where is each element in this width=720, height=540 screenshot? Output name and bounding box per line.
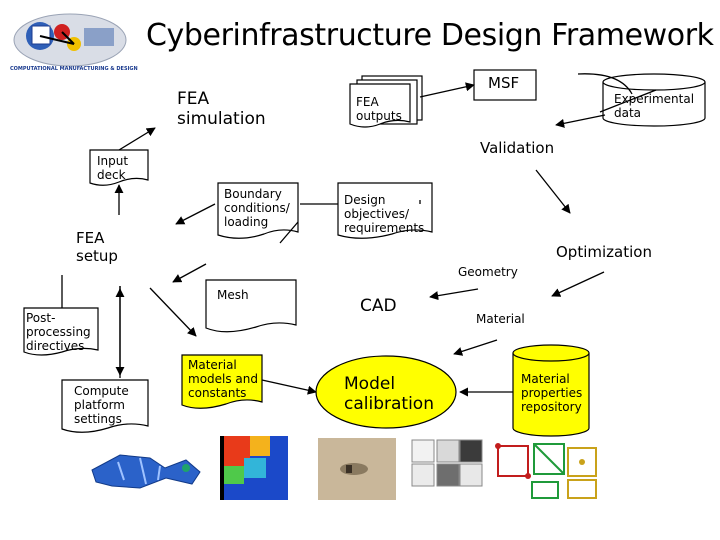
msf-shape	[473, 69, 537, 101]
mesh-model-thumbnail	[91, 454, 201, 489]
cad-label: CAD	[360, 296, 397, 316]
page-title: Cyberinfrastructure Design Framework	[146, 18, 714, 53]
mesh-label: Mesh	[217, 288, 249, 302]
experimental-data-label: Experimental data	[614, 92, 695, 120]
connector-arrows	[61, 73, 657, 397]
material-repository-label: Material properties repository	[521, 372, 583, 414]
optimization-label: Optimization	[556, 243, 652, 261]
logo-icon	[13, 13, 127, 67]
post-processing-shape	[23, 307, 99, 356]
mesh-shape	[205, 279, 297, 333]
post-processing-label: Post- processing directives	[26, 311, 91, 353]
compute-platform-shape	[61, 379, 149, 433]
input-deck-label: Input deck	[97, 154, 129, 182]
material-repository-shape	[512, 344, 590, 437]
msf-label: MSF	[488, 74, 520, 92]
compute-platform-label: Compute platform settings	[74, 384, 129, 426]
material-models-shape	[181, 354, 263, 409]
material-label: Material	[476, 312, 525, 326]
design-objectives-label: Design objectives/ requirements	[344, 193, 425, 235]
geometry-label: Geometry	[458, 265, 518, 279]
fea-contour-thumbnail	[220, 436, 288, 500]
microstructure-thumbnails	[411, 439, 483, 487]
model-calibration-label: Model calibration	[344, 374, 434, 414]
crystal-lattice-thumbnails	[495, 443, 597, 499]
validation-label: Validation	[480, 139, 555, 157]
material-models-label: Material models and constants	[188, 358, 259, 400]
boundary-conditions-label: Boundary conditions/ loading	[224, 187, 290, 229]
specimen-photo-thumbnail	[318, 438, 396, 500]
boundary-conditions-shape	[217, 182, 299, 239]
design-objectives-shape	[337, 182, 433, 239]
fea-setup-label: FEA setup	[76, 229, 118, 265]
experimental-data-shape	[602, 73, 706, 127]
fea-outputs-label: FEA outputs	[356, 95, 402, 123]
fea-simulation-label: FEA simulation	[177, 89, 266, 129]
input-deck-shape	[89, 149, 149, 186]
fea-outputs-shape	[349, 75, 423, 128]
logo-caption: COMPUTATIONAL MANUFACTURING & DESIGN	[10, 66, 138, 72]
